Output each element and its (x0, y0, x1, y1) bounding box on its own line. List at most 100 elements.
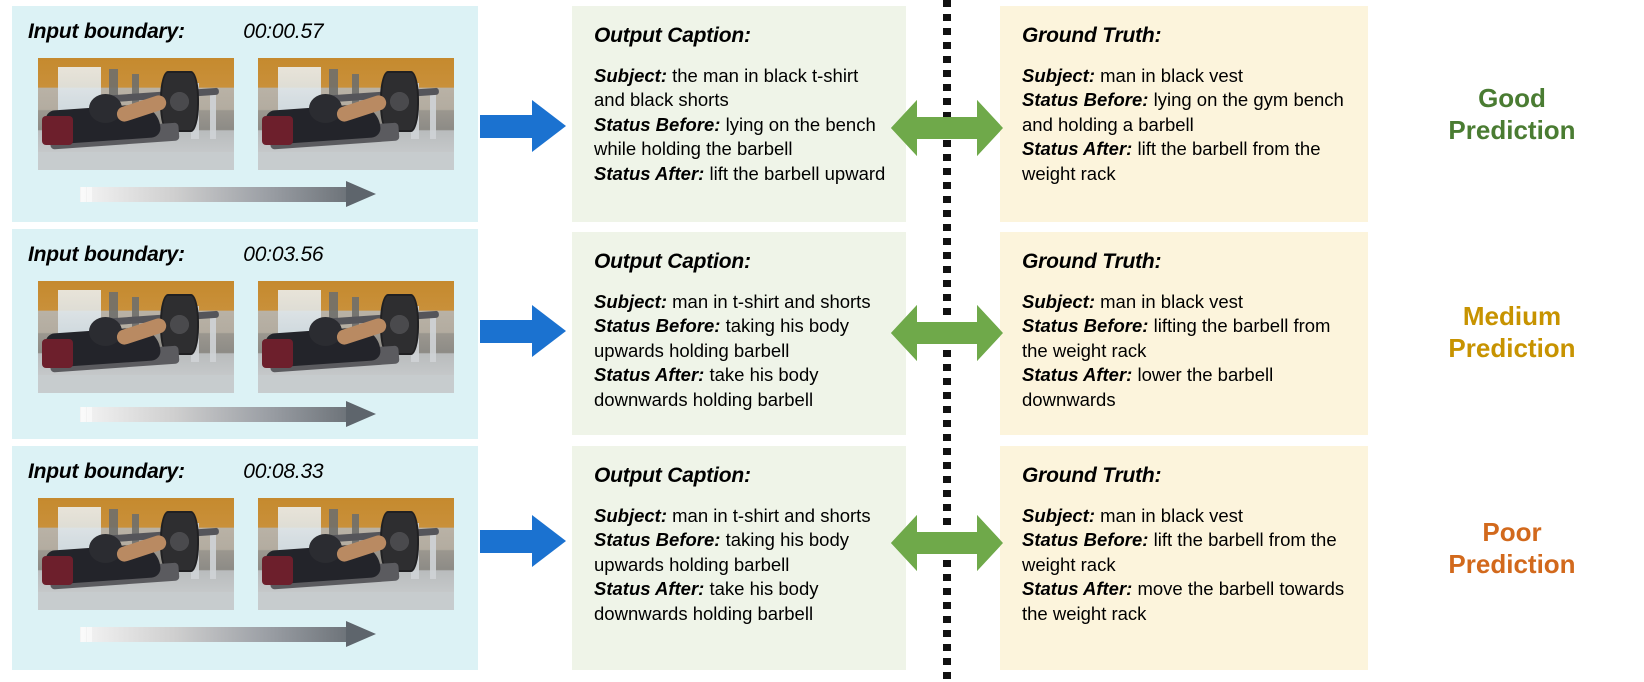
truth-status-after-key: Status After: (1022, 138, 1133, 160)
green-double-arrow-icon-overlay (891, 515, 1003, 571)
output-caption-card: Output Caption: Subject: man in t-shirt … (572, 232, 906, 435)
input-boundary-timestamp: 00:03.56 (243, 243, 324, 266)
blue-arrow-right-icon (480, 100, 566, 152)
ground-truth-title: Ground Truth: (1022, 250, 1162, 273)
gradient-arrow-right-icon (80, 181, 400, 207)
input-boundary-timestamp: 00:08.33 (243, 460, 324, 483)
green-double-arrow-icon-overlay (891, 305, 1003, 361)
video-frame-start (38, 281, 234, 393)
output-status-before-key: Status Before: (594, 315, 721, 337)
output-subject-value: man in t-shirt and shorts (672, 291, 871, 312)
output-status-before-value: lying on the bench while holding the bar… (594, 113, 876, 160)
truth-status-before-value: lift the barbell from the weight rack (1022, 529, 1337, 575)
verdict-label-medium: Medium Prediction (1392, 300, 1632, 364)
input-panel: Input boundary: 00:03.56 (12, 229, 478, 439)
ground-truth-card: Ground Truth: Subject: man in black vest… (1000, 446, 1368, 670)
blue-arrow-right-icon (480, 305, 566, 357)
green-double-arrow-icon-overlay (891, 100, 1003, 156)
video-frame-pair (38, 281, 454, 393)
verdict-line-2: Prediction (1448, 549, 1576, 580)
truth-status-before-value: lying on the gym bench and holding a bar… (1022, 89, 1344, 135)
truth-subject-key: Subject: (1022, 65, 1095, 86)
output-status-before-key: Status Before: (594, 529, 721, 551)
blue-arrow-right-icon (480, 515, 566, 567)
output-status-after: Status After: lift the barbell upward (594, 162, 886, 186)
truth-status-before: Status Before: lift the barbell from the… (1022, 528, 1348, 577)
truth-status-after-value: lift the barbell from the weight rack (1022, 138, 1321, 184)
ground-truth-card: Ground Truth: Subject: man in black vest… (1000, 232, 1368, 435)
video-frame-end (258, 498, 454, 610)
truth-subject: Subject: man in black vest (1022, 64, 1348, 88)
verdict-line-1: Poor (1482, 517, 1542, 547)
truth-subject-key: Subject: (1022, 505, 1095, 526)
output-status-after-value: lift the barbell upward (709, 162, 886, 184)
truth-status-after: Status After: lower the barbell downward… (1022, 363, 1348, 412)
truth-subject-key: Subject: (1022, 291, 1095, 312)
verdict-line-2: Prediction (1448, 115, 1576, 146)
truth-status-before: Status Before: lifting the barbell from … (1022, 314, 1348, 363)
input-boundary-header: Input boundary: 00:08.33 (28, 460, 324, 484)
truth-status-after-key: Status After: (1022, 578, 1133, 600)
verdict-label-good: Good Prediction (1392, 82, 1632, 146)
output-status-after-value: take his body downwards holding barbell (594, 578, 819, 624)
output-status-before: Status Before: taking his body upwards h… (594, 528, 886, 577)
truth-status-before-key: Status Before: (1022, 89, 1149, 111)
input-panel: Input boundary: 00:00.57 (12, 6, 478, 222)
truth-status-before-key: Status Before: (1022, 529, 1149, 551)
verdict-line-2: Prediction (1448, 333, 1576, 364)
input-boundary-timestamp: 00:00.57 (243, 20, 324, 43)
ground-truth-title: Ground Truth: (1022, 464, 1162, 487)
output-subject-key: Subject: (594, 65, 667, 86)
output-status-after-key: Status After: (594, 364, 705, 386)
video-frame-start (38, 498, 234, 610)
video-frame-start (38, 58, 234, 170)
output-caption-card: Output Caption: Subject: the man in blac… (572, 6, 906, 222)
output-status-after-value: take his body downwards holding barbell (594, 364, 819, 410)
input-panel: Input boundary: 00:08.33 (12, 446, 478, 670)
output-subject: Subject: man in t-shirt and shorts (594, 504, 886, 528)
truth-subject-value: man in black vest (1100, 505, 1244, 526)
truth-subject: Subject: man in black vest (1022, 504, 1348, 528)
gradient-arrow-right-icon (80, 621, 400, 647)
output-status-after-key: Status After: (594, 162, 705, 184)
video-frame-end (258, 58, 454, 170)
output-status-before-value: taking his body upwards holding barbell (594, 315, 850, 361)
output-subject: Subject: the man in black t-shirt and bl… (594, 64, 886, 113)
input-boundary-label: Input boundary: (28, 460, 185, 483)
truth-subject: Subject: man in black vest (1022, 290, 1348, 314)
output-caption-title: Output Caption: (594, 24, 751, 47)
output-status-before-value: taking his body upwards holding barbell (594, 529, 850, 575)
output-subject-value: man in t-shirt and shorts (672, 505, 871, 526)
truth-status-after: Status After: lift the barbell from the … (1022, 137, 1348, 186)
output-caption-title: Output Caption: (594, 250, 751, 273)
output-status-before: Status Before: taking his body upwards h… (594, 314, 886, 363)
verdict-line-1: Good (1478, 83, 1546, 113)
output-subject-key: Subject: (594, 505, 667, 526)
output-caption-card: Output Caption: Subject: man in t-shirt … (572, 446, 906, 670)
input-boundary-label: Input boundary: (28, 243, 185, 266)
truth-status-after-value: move the barbell towards the weight rack (1022, 578, 1345, 624)
verdict-line-1: Medium (1462, 301, 1562, 331)
truth-status-after-value: lower the barbell downwards (1022, 364, 1274, 410)
ground-truth-title: Ground Truth: (1022, 24, 1162, 47)
input-boundary-header: Input boundary: 00:00.57 (28, 20, 324, 44)
truth-status-before-key: Status Before: (1022, 315, 1149, 337)
output-subject-key: Subject: (594, 291, 667, 312)
input-boundary-label: Input boundary: (28, 20, 185, 43)
truth-status-before: Status Before: lying on the gym bench an… (1022, 88, 1348, 137)
output-status-after-key: Status After: (594, 578, 705, 600)
output-subject-value: the man in black t-shirt and black short… (594, 65, 859, 111)
output-caption-title: Output Caption: (594, 464, 751, 487)
truth-status-after-key: Status After: (1022, 364, 1133, 386)
output-status-before-key: Status Before: (594, 113, 721, 135)
video-frame-end (258, 281, 454, 393)
truth-subject-value: man in black vest (1100, 65, 1244, 86)
ground-truth-card: Ground Truth: Subject: man in black vest… (1000, 6, 1368, 222)
gradient-arrow-right-icon (80, 401, 400, 427)
verdict-label-poor: Poor Prediction (1392, 516, 1632, 580)
input-boundary-header: Input boundary: 00:03.56 (28, 243, 324, 267)
output-status-before: Status Before: lying on the bench while … (594, 113, 886, 162)
output-status-after: Status After: take his body downwards ho… (594, 577, 886, 626)
output-status-after: Status After: take his body downwards ho… (594, 363, 886, 412)
